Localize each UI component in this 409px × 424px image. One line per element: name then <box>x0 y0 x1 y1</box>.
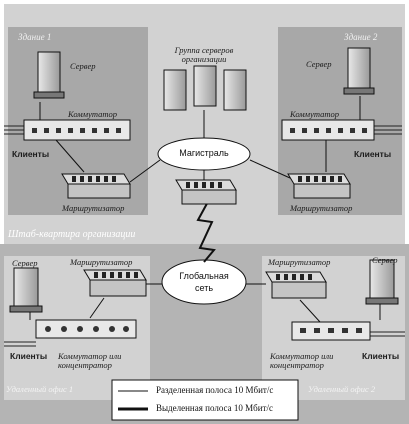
hq-title: Штаб-квартира организации <box>8 229 136 240</box>
server-hq-right-label: Сервер <box>306 59 332 69</box>
building2-title: Здание 2 <box>344 32 378 42</box>
server-group-label: Группа серверов организации <box>174 45 234 64</box>
hq-links <box>39 96 361 183</box>
switch-hq-left <box>23 119 131 141</box>
remote2-title: Удаленный офис 2 <box>308 384 376 394</box>
switch-hq-left-label: Коммутатор <box>68 109 117 119</box>
server-group <box>163 65 247 111</box>
legend-shared-label: Разделенная полоса 10 Мбит/с <box>156 385 274 395</box>
router-hq-right-label: Маршрутизатор <box>290 203 353 213</box>
switch-remote2 <box>291 321 371 341</box>
switch-remote2-label: Коммутатор или концентратор <box>270 351 334 371</box>
server-hq-left-label: Сервер <box>70 61 96 71</box>
server-remote1-label: Сервер <box>12 258 38 268</box>
wan-cloud <box>161 259 247 305</box>
clients-hq-right-label: Клиенты <box>354 149 392 159</box>
server-remote1 <box>9 267 43 313</box>
remote1-title: Удаленный офис 1 <box>6 384 74 394</box>
backbone-label: Магистраль <box>179 148 229 158</box>
server-hq-left <box>33 51 65 99</box>
server-remote2 <box>365 259 399 305</box>
building1-title: Здание 1 <box>18 32 52 42</box>
router-remote1 <box>83 269 147 297</box>
router-hq-center <box>175 179 237 205</box>
router-remote1-label: Маршрутизатор <box>70 257 133 267</box>
switch-remote1-label: Коммутатор или концентратор <box>58 351 122 371</box>
router-hq-right <box>287 173 351 199</box>
legend-dedicated-label: Выделенная полоса 10 Мбит/с <box>156 403 273 413</box>
clients-remote1-label: Клиенты <box>10 351 48 361</box>
wan-label-1: Глобальная <box>179 271 229 281</box>
switch-hq-right <box>281 119 375 141</box>
router-hq-left-label: Маршрутизатор <box>62 203 125 213</box>
legend <box>111 379 299 421</box>
switch-hq-right-label: Коммутатор <box>290 109 339 119</box>
server-hq-right <box>343 47 375 95</box>
server-remote2-label: Сервер <box>372 255 398 265</box>
clients-remote2-label: Клиенты <box>362 351 400 361</box>
wan-link-bolt <box>196 197 216 263</box>
remote-links <box>29 283 381 323</box>
router-remote2 <box>265 271 327 299</box>
switch-remote1 <box>35 319 137 339</box>
wan-label-2: сеть <box>194 283 214 293</box>
router-remote2-label: Маршрутизатор <box>268 257 331 267</box>
router-hq-left <box>61 173 131 199</box>
clients-hq-left-label: Клиенты <box>12 149 50 159</box>
